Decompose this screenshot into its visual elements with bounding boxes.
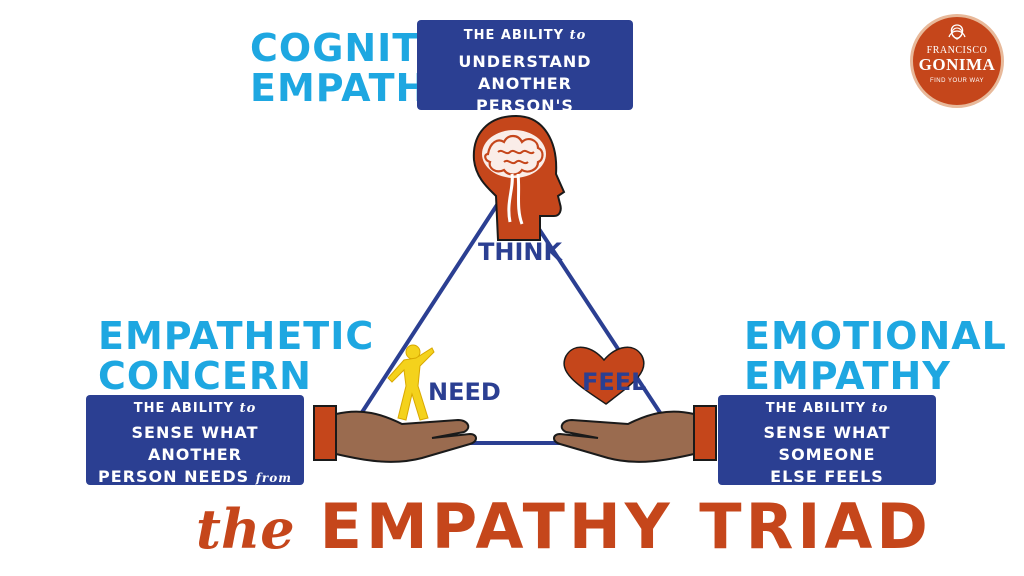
need-label: NEED — [428, 378, 501, 406]
left-hand-group — [313, 344, 477, 463]
empathetic-concern-heading: EMPATHETIC CONCERN — [98, 316, 374, 396]
sleeve-cuff — [313, 405, 337, 461]
box-line: SENSE WHAT SOMEONE — [763, 423, 891, 464]
box-intro: THE ABILITY to — [133, 401, 257, 416]
right-hand-group — [553, 346, 717, 463]
emotional-empathy-box: THE ABILITY to SENSE WHAT SOMEONE ELSE F… — [718, 395, 936, 486]
box-line: PERSON NEEDS from YOU — [98, 467, 292, 509]
heading-line: EMPATHY — [744, 354, 951, 398]
heading-line: EMPATHETIC — [98, 314, 375, 358]
title-main: EMPATHY TRIAD — [319, 490, 932, 563]
emotional-empathy-heading: EMOTIONAL EMPATHY — [744, 316, 1007, 396]
brain-head-icon — [472, 114, 566, 241]
box-intro: THE ABILITY to — [765, 401, 889, 416]
open-hand-icon — [553, 410, 695, 463]
box-line: UNDERSTAND ANOTHER — [458, 52, 592, 93]
cognitive-empathy-box: THE ABILITY to UNDERSTAND ANOTHER PERSON… — [417, 20, 633, 137]
box-line: SENSE WHAT ANOTHER — [131, 423, 259, 464]
open-hand-icon — [335, 410, 477, 463]
think-label: THINK — [478, 238, 563, 266]
heart-icon — [563, 346, 645, 405]
logo-line-2: GONIMA — [918, 55, 996, 74]
page-title: the EMPATHY TRIAD — [196, 490, 932, 563]
logo-line-1: FRANCISCO — [926, 45, 988, 56]
heading-line: EMOTIONAL — [744, 314, 1007, 358]
person-icon — [387, 344, 435, 421]
feel-label: FEEL — [582, 368, 647, 396]
logo-tagline: FIND YOUR WAY — [929, 78, 985, 84]
box-line: ELSE FEELS — [770, 467, 884, 486]
sleeve-cuff — [693, 405, 717, 461]
knot-icon — [948, 24, 966, 40]
heading-line: CONCERN — [98, 354, 312, 398]
empathetic-concern-box: THE ABILITY to SENSE WHAT ANOTHER PERSON… — [86, 395, 304, 509]
logo: FRANCISCO GONIMA FIND YOUR WAY — [910, 14, 1004, 108]
box-intro: THE ABILITY to — [463, 28, 587, 43]
title-script: the — [196, 497, 295, 561]
